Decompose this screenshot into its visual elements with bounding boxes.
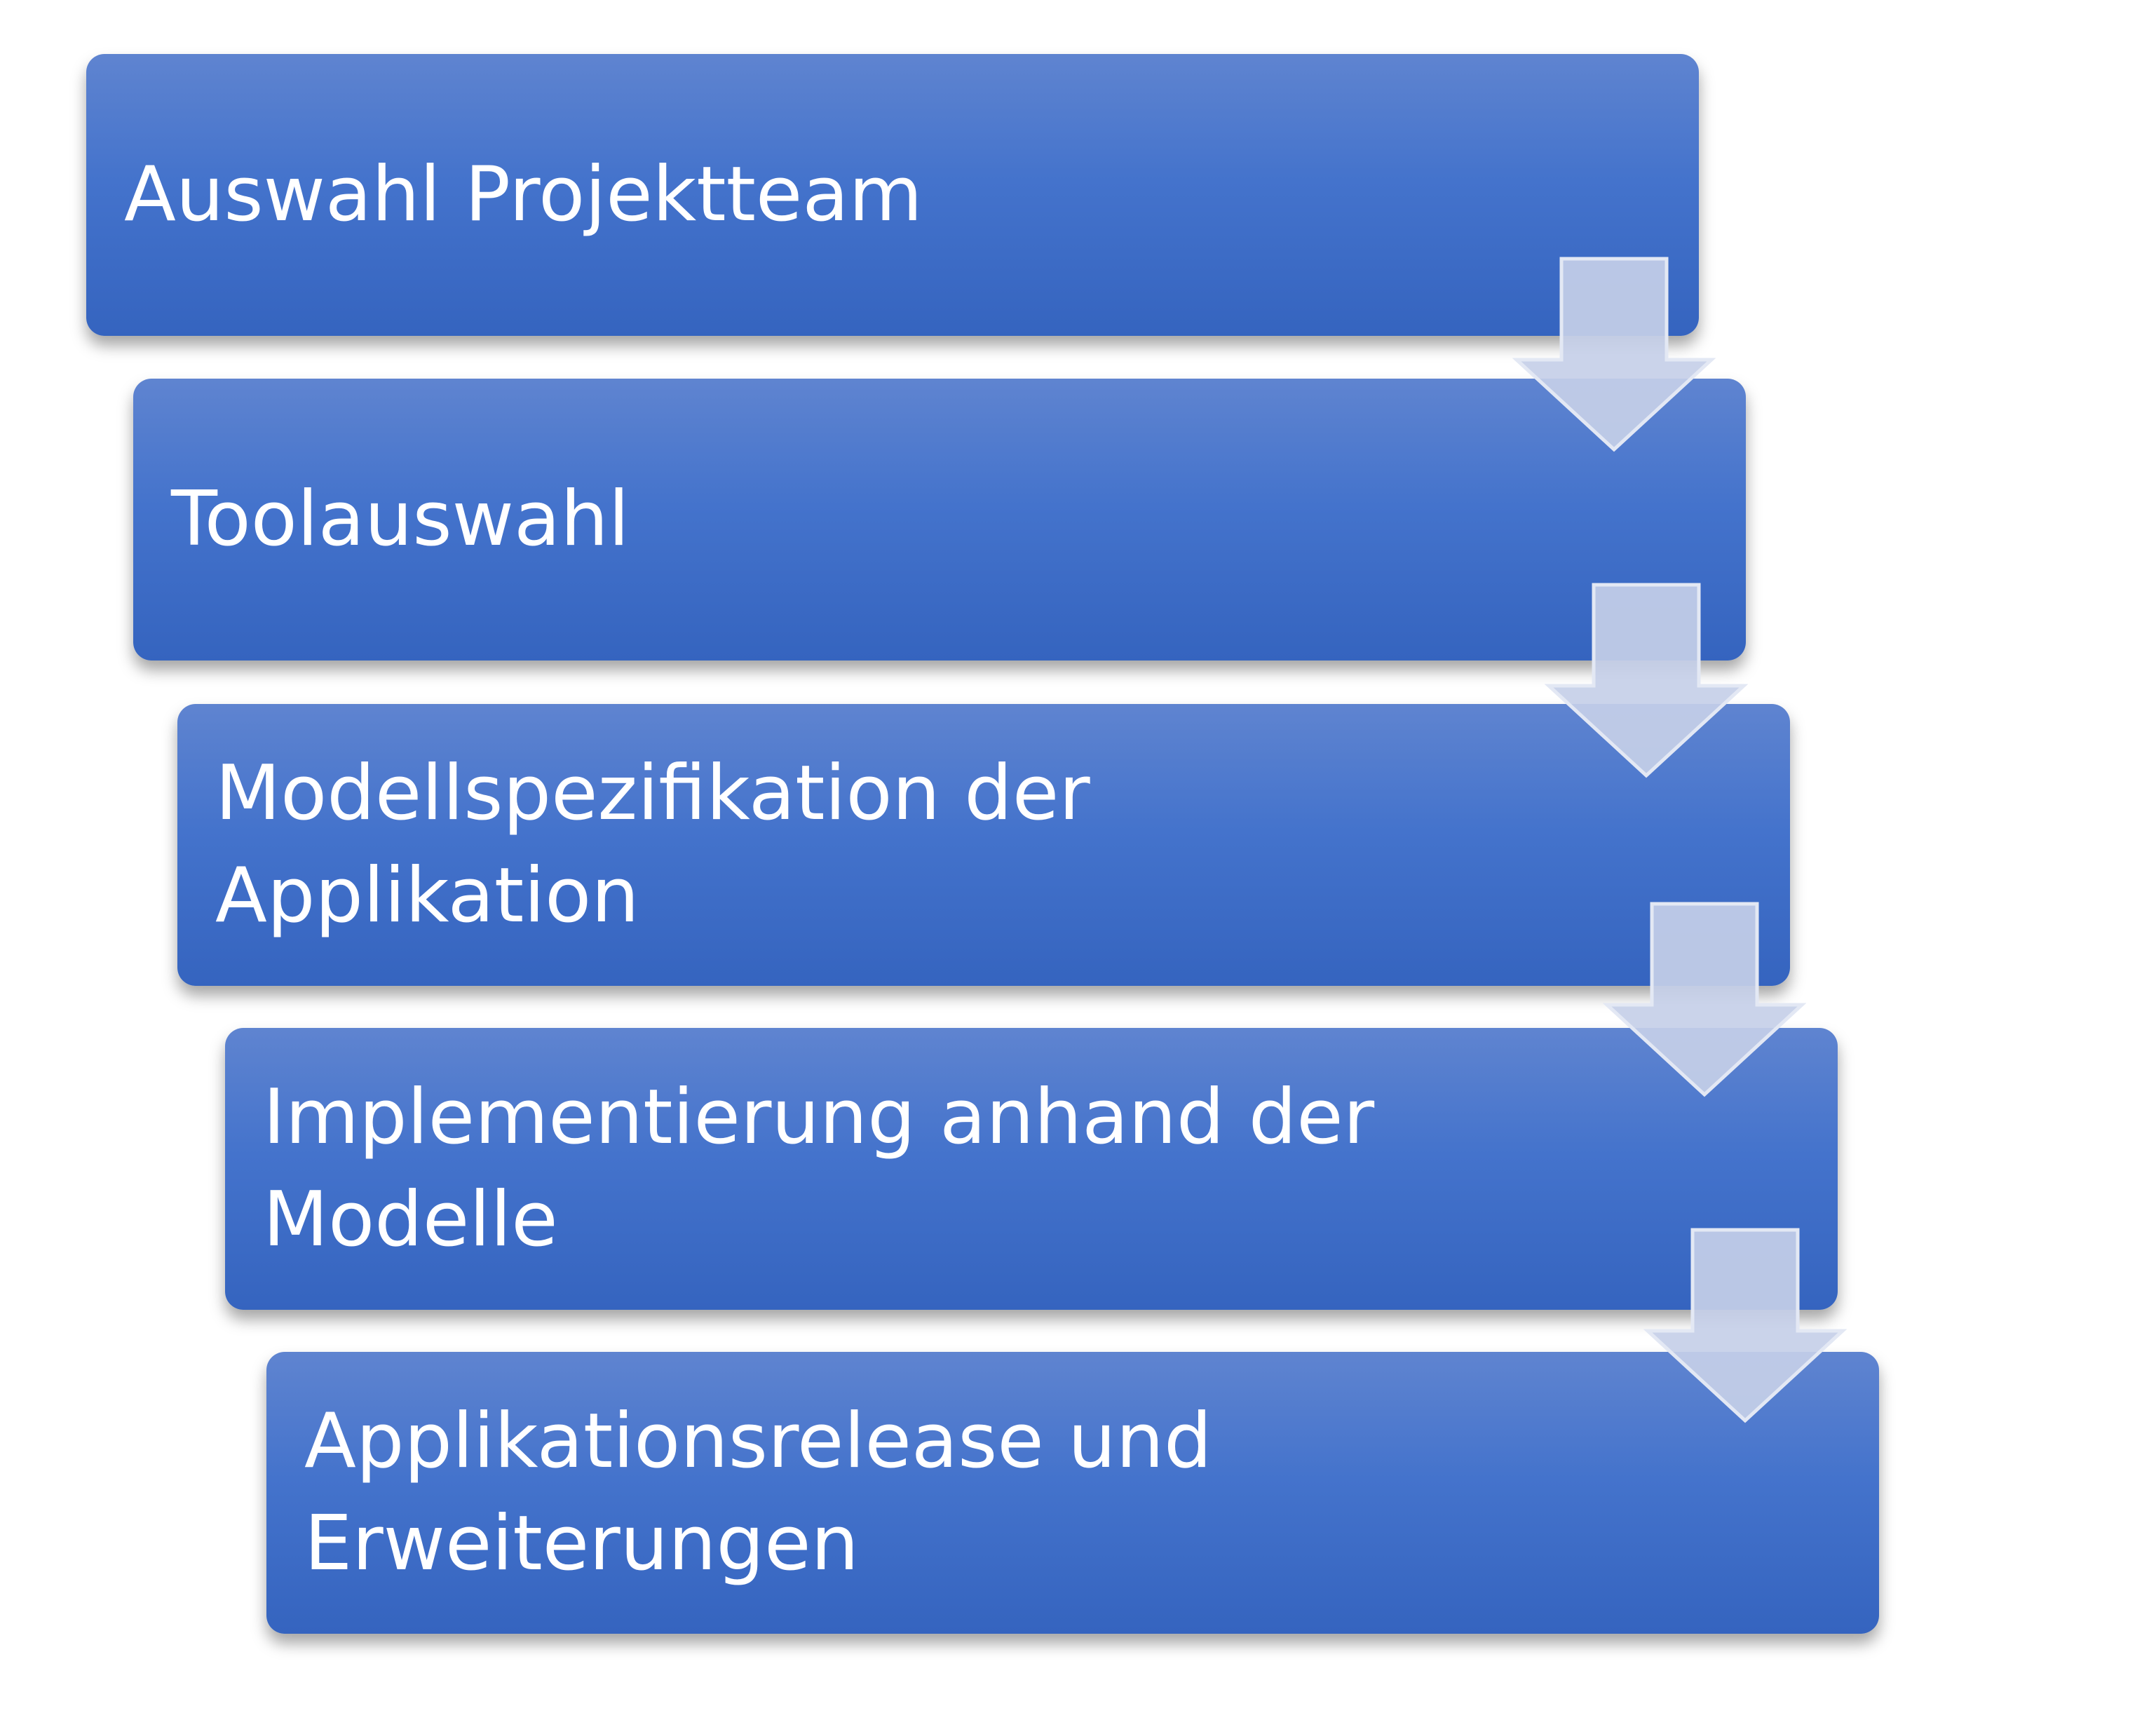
step-label-5: Applikationsrelease und Erweiterungen bbox=[304, 1397, 1212, 1587]
step-label-4: Implementierung anhand der Modelle bbox=[263, 1074, 1375, 1264]
step-box-5: Applikationsrelease und Erweiterungen bbox=[266, 1352, 1879, 1634]
step-box-4: Implementierung anhand der Modelle bbox=[225, 1028, 1838, 1310]
arrow-down-icon bbox=[1643, 1228, 1847, 1423]
arrow-down-icon bbox=[1545, 583, 1748, 778]
step-label-1: Auswahl Projektteam bbox=[124, 151, 923, 238]
step-box-3: Modellspezifikation der Applikation bbox=[177, 704, 1790, 986]
step-label-3: Modellspezifikation der Applikation bbox=[215, 750, 1090, 940]
step-label-2: Toolauswahl bbox=[171, 475, 630, 563]
step-box-1: Auswahl Projektteam bbox=[86, 54, 1699, 336]
arrow-down-icon bbox=[1512, 257, 1716, 452]
step-box-2: Toolauswahl bbox=[133, 379, 1746, 661]
arrow-down-icon bbox=[1603, 902, 1806, 1097]
